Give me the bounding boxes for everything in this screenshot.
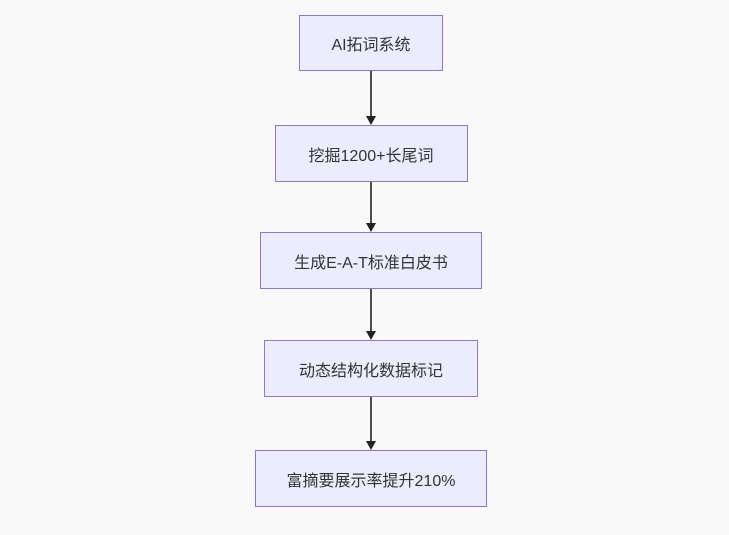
arrow-line — [370, 71, 372, 116]
node-label: AI拓词系统 — [331, 37, 411, 54]
arrow-line — [370, 182, 372, 223]
arrow-line — [370, 289, 372, 331]
arrow-head-icon — [366, 223, 376, 232]
flowchart-node-longtail-mining: 挖掘1200+长尾词 — [274, 125, 468, 182]
flowchart-node-rich-snippet-result: 富摘要展示率提升210% — [255, 450, 487, 507]
flowchart-node-ai-word-expansion: AI拓词系统 — [299, 15, 443, 71]
arrow-down-3 — [366, 289, 376, 340]
node-label: 动态结构化数据标记 — [298, 362, 443, 380]
arrow-line — [370, 397, 372, 441]
arrow-down-1 — [366, 71, 376, 125]
arrow-down-4 — [366, 397, 376, 450]
node-label: 富摘要展示率提升210% — [286, 472, 456, 490]
arrow-head-icon — [366, 116, 376, 125]
arrow-down-2 — [366, 182, 376, 232]
arrow-head-icon — [366, 331, 376, 340]
flowchart-node-eat-whitepaper: 生成E-A-T标准白皮书 — [260, 232, 482, 289]
flowchart-node-structured-data: 动态结构化数据标记 — [264, 340, 478, 397]
flowchart: AI拓词系统 挖掘1200+长尾词 生成E-A-T标准白皮书 动态结构化数据标记… — [255, 15, 487, 507]
node-label: 生成E-A-T标准白皮书 — [294, 254, 448, 272]
arrow-head-icon — [366, 441, 376, 450]
node-label: 挖掘1200+长尾词 — [308, 147, 434, 165]
